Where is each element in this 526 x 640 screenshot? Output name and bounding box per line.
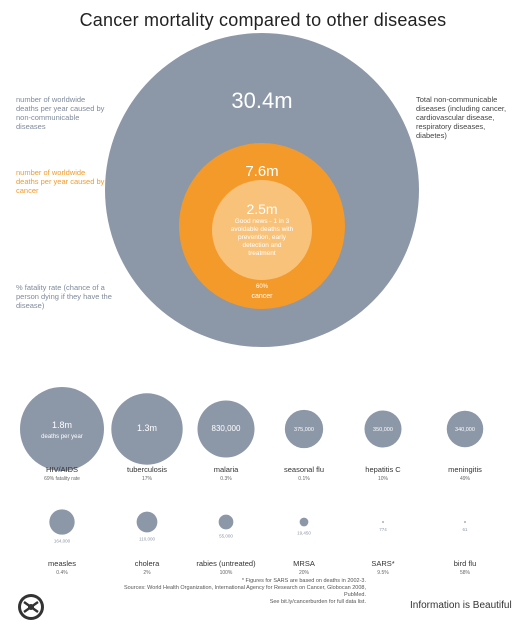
avoidable-value: 2.5m — [246, 201, 277, 217]
disease-fatality: 49% — [460, 476, 471, 482]
disease-name: tuberculosis — [127, 465, 167, 474]
disease-circle — [49, 509, 75, 535]
page-title: Cancer mortality compared to other disea… — [79, 10, 447, 30]
disease-circle — [364, 410, 402, 448]
disease-circle — [446, 410, 484, 448]
disease-value: 55,000 — [219, 533, 233, 538]
disease-circle — [464, 521, 466, 523]
disease-value: 19,450 — [297, 530, 311, 535]
disease-value: 350,000 — [373, 427, 393, 433]
ncd-label: number of worldwide deaths per year caus… — [16, 95, 105, 131]
disease-fatality: 9.5% — [377, 570, 389, 576]
disease-sublabel: deaths per year — [41, 434, 83, 440]
disease-value: 1.8m — [52, 420, 72, 430]
brand-name: Information is Beautiful — [410, 600, 512, 611]
disease-fatality: 58% — [460, 570, 471, 576]
data-link[interactable]: See bit.ly/cancerburden for full data li… — [269, 599, 366, 605]
disease-circle — [111, 393, 183, 465]
disease-value: 110,000 — [139, 536, 155, 541]
avoidable-line: prevention, early — [238, 234, 287, 241]
disease-fatality: 17% — [142, 476, 153, 482]
disease-tuberculosis: 1.3m tuberculosis 17% — [111, 393, 183, 482]
disease-circle — [20, 387, 104, 471]
disease-fatality: 0.3% — [220, 476, 232, 482]
disease-fatality: 0.4% — [56, 570, 68, 576]
disease-name: measles — [48, 559, 76, 568]
cancer-name: cancer — [251, 293, 273, 300]
cancer-fatality: 60% — [256, 284, 269, 290]
disease-circle — [382, 521, 384, 523]
avoidable-line: Good news - 1 in 3 — [235, 218, 290, 225]
avoidable-line: detection and — [242, 242, 281, 249]
disease-fatality: 2% — [143, 570, 151, 576]
disease-value: 375,000 — [294, 427, 314, 433]
disease-name: hepatitis C — [365, 465, 401, 474]
sars-note: * Figures for SARS are based on deaths i… — [241, 578, 366, 584]
disease-cholera: 110,000 cholera 2% — [135, 511, 160, 576]
disease-name: HIV/AIDS — [46, 465, 78, 474]
cancer-value: 7.6m — [245, 163, 278, 180]
disease-circle — [299, 517, 309, 527]
logo-icon — [18, 594, 44, 620]
disease-hepatitis-c: 350,000 hepatitis C 10% — [364, 410, 402, 482]
avoidable-line: treatment — [248, 250, 276, 257]
disease-name: malaria — [214, 465, 239, 474]
disease-rabies-untreated: 55,000 rabies (untreated) 100% — [196, 514, 256, 576]
disease-name: seasonal flu — [284, 465, 324, 474]
disease-value: 61 — [462, 527, 468, 532]
disease-value: 1.3m — [137, 423, 157, 433]
disease-name: bird flu — [454, 559, 477, 568]
disease-fatality: 100% — [220, 570, 233, 576]
disease-name: SARS* — [371, 559, 394, 568]
disease-value: 830,000 — [212, 424, 241, 433]
disease-fatality: 69% fatality rate — [44, 476, 80, 482]
fatality-label: % fatality rate (chance of a person dyin… — [16, 283, 112, 310]
footer-notes: * Figures for SARS are based on deaths i… — [120, 578, 366, 606]
disease-value: 164,000 — [54, 539, 71, 544]
disease-name: rabies (untreated) — [196, 559, 256, 568]
cancer-label: number of worldwide deaths per year caus… — [16, 168, 105, 195]
ncd-value: 30.4m — [231, 88, 292, 113]
disease-fatality: 0.1% — [298, 476, 310, 482]
disease-circle — [197, 400, 255, 458]
disease-bird-flu: 61 bird flu 58% — [454, 521, 477, 576]
disease-circle — [136, 511, 158, 533]
disease-seasonal-flu: 375,000 seasonal flu 0.1% — [284, 409, 324, 482]
disease-fatality: 20% — [299, 570, 310, 576]
disease-name: cholera — [135, 559, 160, 568]
avoidable-line: avoidable deaths with — [231, 226, 294, 233]
disease-circle — [218, 514, 234, 530]
sources: Sources: World Health Organization, Inte… — [123, 585, 366, 598]
disease-name: meningitis — [448, 465, 482, 474]
avoidable-circle — [212, 180, 312, 280]
disease-measles: 164,000 measles 0.4% — [48, 509, 76, 576]
disease-malaria: 830,000 malaria 0.3% — [197, 400, 255, 482]
ncd-note: Total non-communicable diseases (includi… — [416, 95, 507, 140]
disease-value: 340,000 — [455, 427, 475, 433]
disease-fatality: 10% — [378, 476, 389, 482]
disease-meningitis: 340,000 meningitis 49% — [446, 410, 484, 482]
disease-name: MRSA — [293, 559, 315, 568]
disease-value: 774 — [379, 527, 387, 532]
disease-circle — [284, 409, 324, 449]
